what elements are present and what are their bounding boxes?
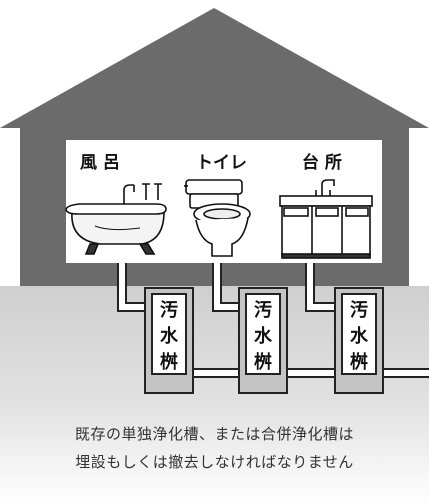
tank-3-char-2: 水 [350,325,369,347]
tank-1-char-2: 水 [160,325,179,347]
kitchen-sink-icon [279,179,373,259]
tank-3: 汚 水 桝 [334,287,384,394]
room-label-bath: 風 呂 [80,153,120,173]
caption: 既存の単独浄化槽、または合併浄化槽は 埋設もしくは撤去しなければなりません [0,420,429,476]
tank-3-char-1: 汚 [350,300,368,321]
tank-1-char-1: 汚 [160,300,178,321]
tank-2-char-2: 水 [254,325,273,347]
tank-2-char-3: 桝 [254,351,272,373]
caption-line-1: 既存の単独浄化槽、または合併浄化槽は [74,425,354,443]
tank-1: 汚 水 桝 [144,287,194,394]
tank-3-char-3: 桝 [350,351,368,373]
tank-1-char-3: 桝 [160,351,178,373]
caption-line-2: 埋設もしくは撤去しなければなりません [75,453,354,471]
bathtub-icon [65,183,167,255]
tank-2: 汚 水 桝 [238,287,288,394]
room-label-kitchen: 台 所 [302,152,342,173]
tank-2-char-1: 汚 [254,300,272,321]
drain-pipes [117,262,429,378]
toilet-icon [184,179,251,257]
room-label-toilet: トイレ [196,153,247,173]
